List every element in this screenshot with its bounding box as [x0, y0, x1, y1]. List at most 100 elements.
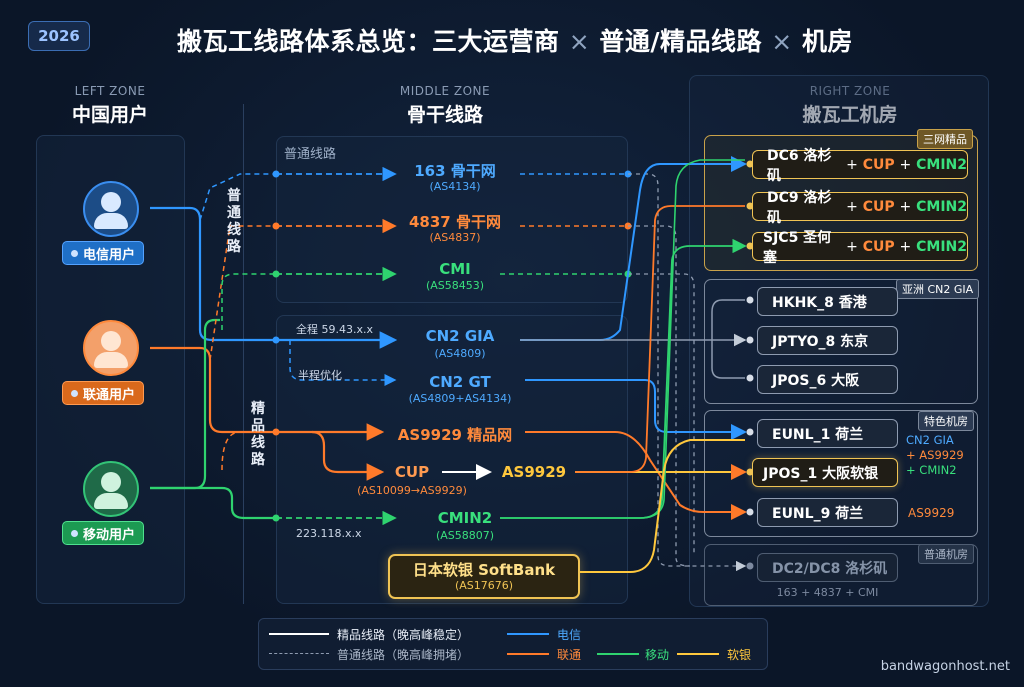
group-tag-normal: 普通机房	[918, 544, 974, 564]
dc9-cup: CUP	[862, 198, 895, 215]
net-cn2gt-as: (AS4809+AS4134)	[408, 392, 512, 405]
avatar-body	[94, 493, 128, 509]
net-cn2gt-name: CN2 GT	[429, 373, 491, 391]
legend-telecom-label: 电信	[557, 628, 582, 642]
eunl1-note-cn2gia: CN2 GIA	[906, 433, 954, 447]
legend-mobile-swatch	[597, 653, 639, 655]
net-as9929-name: AS9929 精品网	[397, 426, 513, 444]
dc-dc9: DC9 洛杉矶 + CUP + CMIN2	[752, 190, 968, 226]
route-note-half: 半程优化	[298, 369, 342, 382]
net-cn2gia-name: CN2 GIA	[425, 327, 495, 345]
avatar-body	[94, 213, 128, 229]
right-zone-label: RIGHT ZONE	[809, 84, 891, 98]
dc2-dc8-note: 163 + 4837 + CMI	[776, 586, 879, 599]
dc-dc6: DC6 洛杉矶 + CUP + CMIN2	[752, 148, 968, 184]
route-note-full: 全程 59.43.x.x	[296, 323, 373, 336]
eunl1-note: CN2 GIA + AS9929 + CMIN2	[906, 433, 964, 478]
legend-telecom-swatch	[507, 633, 549, 635]
legend-softbank-label: 软银	[727, 648, 752, 662]
telecom-user-avatar	[83, 181, 139, 237]
group-tag-premium: 三网精品	[917, 129, 973, 149]
net-163-name: 163 骨干网	[414, 162, 496, 180]
softbank-as: (AS17676)	[454, 579, 514, 592]
dc6-plus-1: +	[846, 156, 858, 173]
unicom-user-label: 联通用户	[83, 387, 136, 403]
softbank-node: 日本软银 SoftBank (AS17676)	[388, 554, 580, 599]
net-cmi-as: (AS58453)	[425, 279, 485, 292]
mobile-user-avatar	[83, 461, 139, 517]
eunl1-note-cmin2: + CMIN2	[906, 463, 957, 477]
sjc5-plus-1: +	[846, 238, 858, 255]
net-cmin2-as: (AS58807)	[435, 529, 495, 542]
dc9-cmin2: CMIN2	[916, 198, 967, 215]
title-part-2: 普通/精品线路	[599, 27, 763, 56]
dc6-name: DC6 洛杉矶	[767, 147, 832, 184]
avatar-head	[101, 331, 121, 351]
net-163-as: (AS4134)	[429, 180, 481, 193]
legend-premium-label: 精品线路（晚高峰稳定）	[337, 628, 470, 642]
page-title: 搬瓦工线路体系总览：三大运营商 × 普通/精品线路 × 机房	[120, 22, 910, 58]
eunl9-note: AS9929	[908, 506, 955, 520]
mobile-user-badge: 移动用户	[62, 521, 145, 545]
net-4837-as: (AS4837)	[429, 231, 481, 244]
avatar-body	[94, 352, 128, 368]
badge-dot	[71, 389, 78, 397]
eunl1-name: EUNL_1 荷兰	[772, 426, 864, 443]
jptyo8-name: JPTYO_8 东京	[772, 333, 869, 350]
net-cn2gia-as: (AS4809)	[434, 347, 486, 360]
net-cmin2-name: CMIN2	[437, 509, 493, 527]
dc6-plus-2: +	[899, 156, 912, 173]
year-badge: 2026	[28, 21, 90, 51]
legend-unicom-swatch	[507, 653, 549, 655]
net-cmi-name: CMI	[439, 260, 471, 278]
group-asia-dc	[704, 279, 978, 404]
right-zone-title: 搬瓦工机房	[802, 104, 898, 126]
dc-eunl9: EUNL_9 荷兰	[757, 498, 898, 527]
title-part-1: 搬瓦工线路体系总览：三大运营商	[177, 27, 560, 56]
jpos1-name: JPOS_1 大阪软银	[763, 465, 879, 482]
telecom-user-label: 电信用户	[83, 247, 136, 263]
mobile-user-label: 移动用户	[83, 527, 136, 543]
dc-jpos6: JPOS_6 大阪	[757, 365, 898, 394]
dc-jptyo8: JPTYO_8 东京	[757, 326, 898, 355]
legend-normal-swatch	[269, 653, 329, 654]
hkhk8-name: HKHK_8 香港	[772, 294, 867, 311]
eunl9-name: EUNL_9 荷兰	[772, 505, 864, 522]
net-cup-target: AS9929	[501, 463, 567, 481]
dc-hkhk8: HKHK_8 香港	[757, 287, 898, 316]
sjc5-name: SJC5 圣何塞	[763, 229, 832, 266]
softbank-name: 日本软银 SoftBank	[412, 561, 556, 579]
dc6-cmin2: CMIN2	[916, 156, 967, 173]
unicom-user-badge: 联通用户	[62, 381, 145, 405]
eunl1-note-as9929: + AS9929	[906, 448, 964, 462]
legend-normal-label: 普通线路（晚高峰拥堵）	[337, 648, 470, 662]
sjc5-cmin2: CMIN2	[916, 238, 967, 255]
sjc5-cup: CUP	[862, 238, 895, 255]
badge-dot	[71, 249, 78, 257]
legend-softbank-swatch	[677, 653, 719, 655]
legend: 精品线路（晚高峰稳定） 普通线路（晚高峰拥堵） 电信 联通 移动 软银	[258, 618, 768, 670]
middle-zone-title: 骨干线路	[406, 104, 483, 126]
normal-panel-label: 普通线路	[284, 147, 337, 162]
dc-jpos1: JPOS_1 大阪软银	[752, 458, 898, 487]
dc-eunl1: EUNL_1 荷兰	[757, 419, 898, 448]
sjc5-plus-2: +	[899, 238, 912, 255]
vertical-label-premium: 精品线路	[251, 401, 265, 468]
net-4837-name: 4837 骨干网	[409, 213, 501, 231]
left-zone-title: 中国用户	[71, 104, 148, 126]
vertical-label-normal: 普通线路	[227, 188, 241, 255]
net-cup-as: (AS10099→AS9929)	[357, 484, 467, 497]
group-tag-asia: 亚洲 CN2 GIA	[896, 279, 980, 299]
net-cup-name: CUP	[394, 463, 430, 481]
dc9-name: DC9 洛杉矶	[767, 189, 832, 226]
group-special-dc	[704, 410, 978, 537]
zone-divider	[243, 104, 244, 604]
footer-site[interactable]: bandwagonhost.net	[880, 659, 1010, 674]
group-normal-dc	[704, 544, 978, 606]
unicom-user-avatar	[83, 320, 139, 376]
dc2-dc8-name: DC2/DC8 洛杉矶	[772, 560, 888, 577]
normal-lines-panel	[276, 136, 628, 303]
title-times-1: ×	[568, 27, 591, 56]
group-tag-special: 特色机房	[918, 411, 974, 431]
